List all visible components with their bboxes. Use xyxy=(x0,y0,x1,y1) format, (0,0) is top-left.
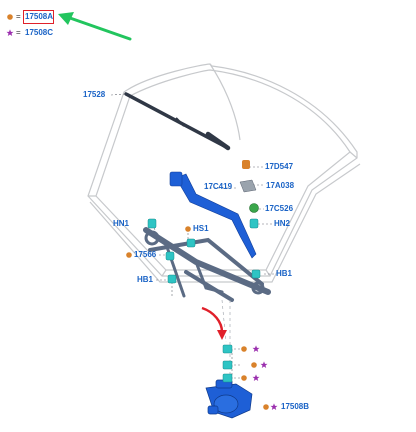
legend-part-17508a: 17508A xyxy=(25,12,54,21)
label-arm-cap: 17C526 xyxy=(265,204,294,213)
green-arrow xyxy=(58,12,132,41)
callout-stars xyxy=(6,29,278,410)
wiper-arm xyxy=(169,171,257,259)
wiper-motor xyxy=(205,379,253,419)
label-hb1-right: HB1 xyxy=(276,269,293,278)
motor-bolts xyxy=(222,344,233,383)
callout-dots xyxy=(7,14,269,410)
red-arrow xyxy=(201,306,227,340)
label-motor: 17508B xyxy=(281,402,310,411)
label-hn2: HN2 xyxy=(274,219,291,228)
label-wiper-blade: 17528 xyxy=(83,90,106,99)
label-hn1: HN1 xyxy=(113,219,130,228)
windshield xyxy=(87,63,361,283)
label-jet-bracket: 17A038 xyxy=(266,181,295,190)
motor-guide-lines xyxy=(221,299,231,388)
legend-eq-2: = xyxy=(16,28,21,37)
label-hb1-left: HB1 xyxy=(137,275,154,284)
label-hs1: HS1 xyxy=(193,224,209,233)
wiper-blade xyxy=(124,92,231,151)
label-linkage: 17566 xyxy=(134,250,157,259)
legend-part-17508c: 17508C xyxy=(25,28,54,37)
label-wiper-arm: 17C419 xyxy=(204,182,233,191)
legend-highlight-box xyxy=(23,10,54,24)
label-spray-jet: 17D547 xyxy=(265,162,294,171)
wiper-linkage xyxy=(143,227,271,302)
arm-cap xyxy=(249,203,259,213)
legend-eq-1: = xyxy=(16,12,21,21)
connector-markers xyxy=(147,218,261,284)
spray-jet xyxy=(239,160,257,193)
